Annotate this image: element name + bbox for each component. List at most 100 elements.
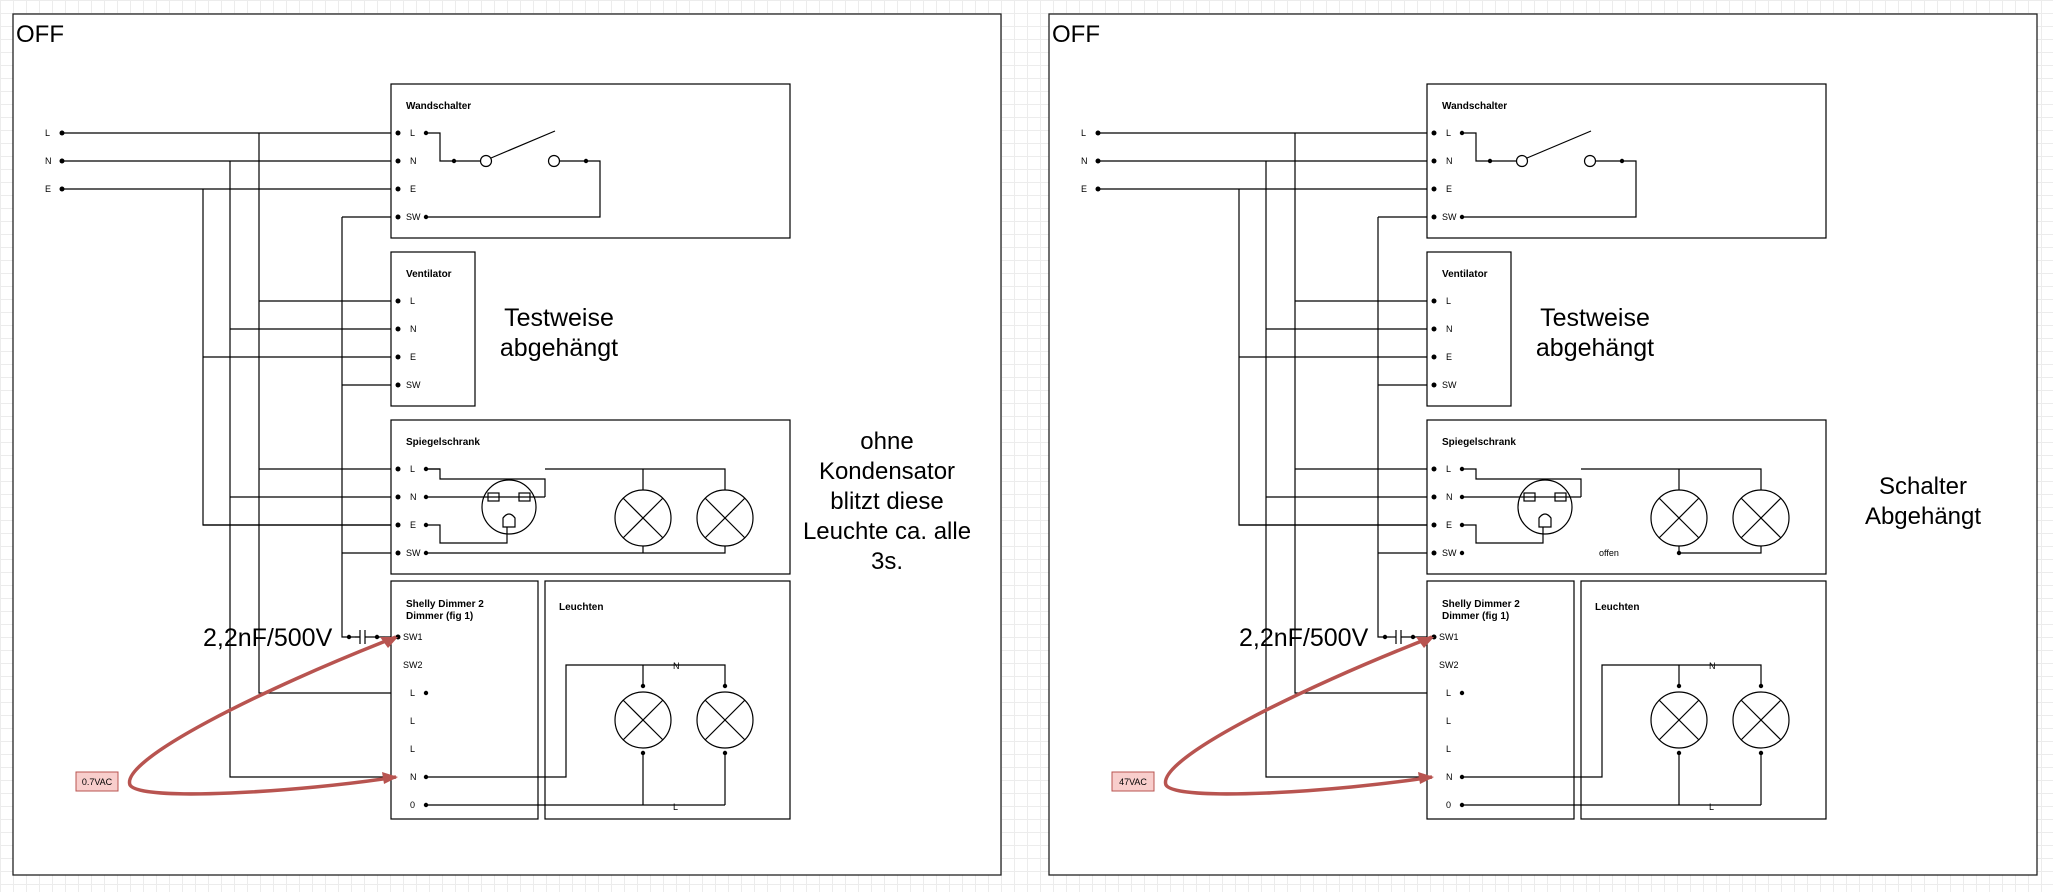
arrow-head bbox=[1418, 772, 1434, 784]
dimmer-title-line1: Shelly Dimmer 2 bbox=[1442, 599, 1520, 610]
meter-box[interactable] bbox=[1111, 771, 1155, 792]
leuchten-l-label: L bbox=[1709, 802, 1714, 812]
pin-label: L bbox=[1446, 128, 1451, 138]
ventilator-box[interactable]: Ventilator L N E SW bbox=[390, 251, 476, 407]
leuchten-box[interactable]: Leuchten N L bbox=[1462, 580, 1827, 820]
pin-label: L bbox=[410, 744, 415, 754]
pin-label: SW2 bbox=[403, 660, 423, 670]
dimmer-box[interactable]: Shelly Dimmer 2 Dimmer (fig 1) SW1 SW2 L… bbox=[390, 580, 539, 820]
pin-label: N bbox=[410, 492, 417, 502]
mains-label-e: E bbox=[1081, 184, 1087, 194]
capacitor-symbol bbox=[346, 630, 380, 644]
arrow-head bbox=[382, 772, 398, 784]
pin-label: N bbox=[1446, 156, 1453, 166]
ventilator-title: Ventilator bbox=[406, 269, 452, 280]
ventilator-title: Ventilator bbox=[1442, 269, 1488, 280]
measurement-arrow bbox=[127, 635, 397, 796]
pin-label: L bbox=[1446, 464, 1451, 474]
side-note-line1: ohne bbox=[860, 428, 913, 455]
side-note-line1: Schalter bbox=[1879, 473, 1967, 500]
ventilator-box[interactable]: Ventilator L N E SW bbox=[1426, 251, 1512, 407]
switch-lever bbox=[1526, 130, 1592, 159]
pin-label: L bbox=[1446, 716, 1451, 726]
spiegelschrank-box[interactable]: Spiegelschrank L N E SW bbox=[1426, 419, 1827, 575]
arrow-head bbox=[380, 637, 398, 648]
state-label: OFF bbox=[1052, 21, 1100, 48]
ventilator-note-line2: abgehängt bbox=[1536, 334, 1654, 362]
lamp-icon bbox=[1650, 691, 1708, 749]
switch-contact bbox=[479, 154, 493, 168]
capacitor-symbol bbox=[1382, 630, 1416, 644]
meter-reading: 0.7VAC bbox=[82, 777, 113, 787]
mains-label-n: N bbox=[45, 156, 52, 166]
side-note-line2: Kondensator bbox=[819, 458, 955, 485]
leuchten-title: Leuchten bbox=[559, 602, 603, 613]
dimmer-title-line2: Dimmer (fig 1) bbox=[406, 611, 473, 622]
side-note-line4: Leuchte ca. alle bbox=[803, 518, 971, 545]
pin-label: SW bbox=[1442, 548, 1457, 558]
pin-label: SW bbox=[406, 212, 421, 222]
arrow-head bbox=[1416, 637, 1434, 648]
mains-label-l: L bbox=[1081, 128, 1086, 138]
pin-label: SW bbox=[406, 548, 421, 558]
pin-label: SW bbox=[1442, 380, 1457, 390]
dimmer-title-line1: Shelly Dimmer 2 bbox=[406, 599, 484, 610]
leuchten-n-label: N bbox=[673, 661, 680, 671]
pin-label: SW bbox=[1442, 212, 1457, 222]
pin-label: E bbox=[410, 184, 416, 194]
pin-label: E bbox=[1446, 352, 1452, 362]
switch-lever bbox=[490, 130, 556, 159]
capacitor-label: 2,2nF/500V bbox=[203, 624, 333, 652]
panel-left: OFF L N E bbox=[12, 13, 1002, 876]
spiegelschrank-title: Spiegelschrank bbox=[1442, 437, 1516, 448]
pin-label: N bbox=[1446, 324, 1453, 334]
pin-label: L bbox=[410, 716, 415, 726]
ventilator-note-line1: Testweise bbox=[1540, 304, 1650, 332]
leuchten-title: Leuchten bbox=[1595, 602, 1639, 613]
mains-label-e: E bbox=[45, 184, 51, 194]
leuchten-n-label: N bbox=[1709, 661, 1716, 671]
leuchten-l-label: L bbox=[673, 802, 678, 812]
pin-label: L bbox=[1446, 688, 1451, 698]
open-label: offen bbox=[1599, 548, 1619, 558]
spiegelschrank-title: Spiegelschrank bbox=[406, 437, 480, 448]
wandschalter-title: Wandschalter bbox=[406, 101, 471, 112]
pin-label: E bbox=[1446, 184, 1452, 194]
pin-label: E bbox=[410, 520, 416, 530]
pin-label: E bbox=[410, 352, 416, 362]
pin-label: L bbox=[1446, 744, 1451, 754]
switch-contact bbox=[1515, 154, 1529, 168]
ventilator-note-line1: Testweise bbox=[504, 304, 614, 332]
lamp-icon bbox=[614, 691, 672, 749]
pin-label: N bbox=[410, 324, 417, 334]
wandschalter-box[interactable]: Wandschalter L N E SW bbox=[1426, 83, 1827, 239]
meter-reading: 47VAC bbox=[1119, 777, 1147, 787]
pin-label: SW1 bbox=[403, 632, 423, 642]
meter-box[interactable] bbox=[75, 771, 119, 792]
pin-label: N bbox=[1446, 772, 1453, 782]
wandschalter-box[interactable]: Wandschalter L N E SW bbox=[390, 83, 791, 239]
pin-label: N bbox=[410, 156, 417, 166]
wires bbox=[62, 132, 398, 778]
lamp-icon bbox=[696, 691, 754, 749]
spiegelschrank-box[interactable]: Spiegelschrank L N E SW bbox=[390, 419, 791, 575]
pin-label: L bbox=[410, 296, 415, 306]
pin-label: SW1 bbox=[1439, 632, 1459, 642]
pin-label: N bbox=[1446, 492, 1453, 502]
leuchten-box[interactable]: Leuchten N L bbox=[426, 580, 791, 820]
dimmer-box[interactable]: Shelly Dimmer 2 Dimmer (fig 1) SW1 SW2 L… bbox=[1426, 580, 1575, 820]
mains-label-l: L bbox=[45, 128, 50, 138]
side-note-line2: Abgehängt bbox=[1865, 503, 1981, 530]
capacitor-label: 2,2nF/500V bbox=[1239, 624, 1369, 652]
side-note-line5: 3s. bbox=[871, 548, 903, 575]
wandschalter-title: Wandschalter bbox=[1442, 101, 1507, 112]
ventilator-note-line2: abgehängt bbox=[500, 334, 618, 362]
pin-label: L bbox=[410, 688, 415, 698]
pin-label: SW2 bbox=[1439, 660, 1459, 670]
mains-label-n: N bbox=[1081, 156, 1088, 166]
pin-label: 0 bbox=[410, 800, 415, 810]
measurement-arrow bbox=[1163, 635, 1433, 796]
lamp-icon bbox=[1732, 691, 1790, 749]
panel-right: OFF L N E Wandschalter bbox=[1048, 13, 2038, 876]
